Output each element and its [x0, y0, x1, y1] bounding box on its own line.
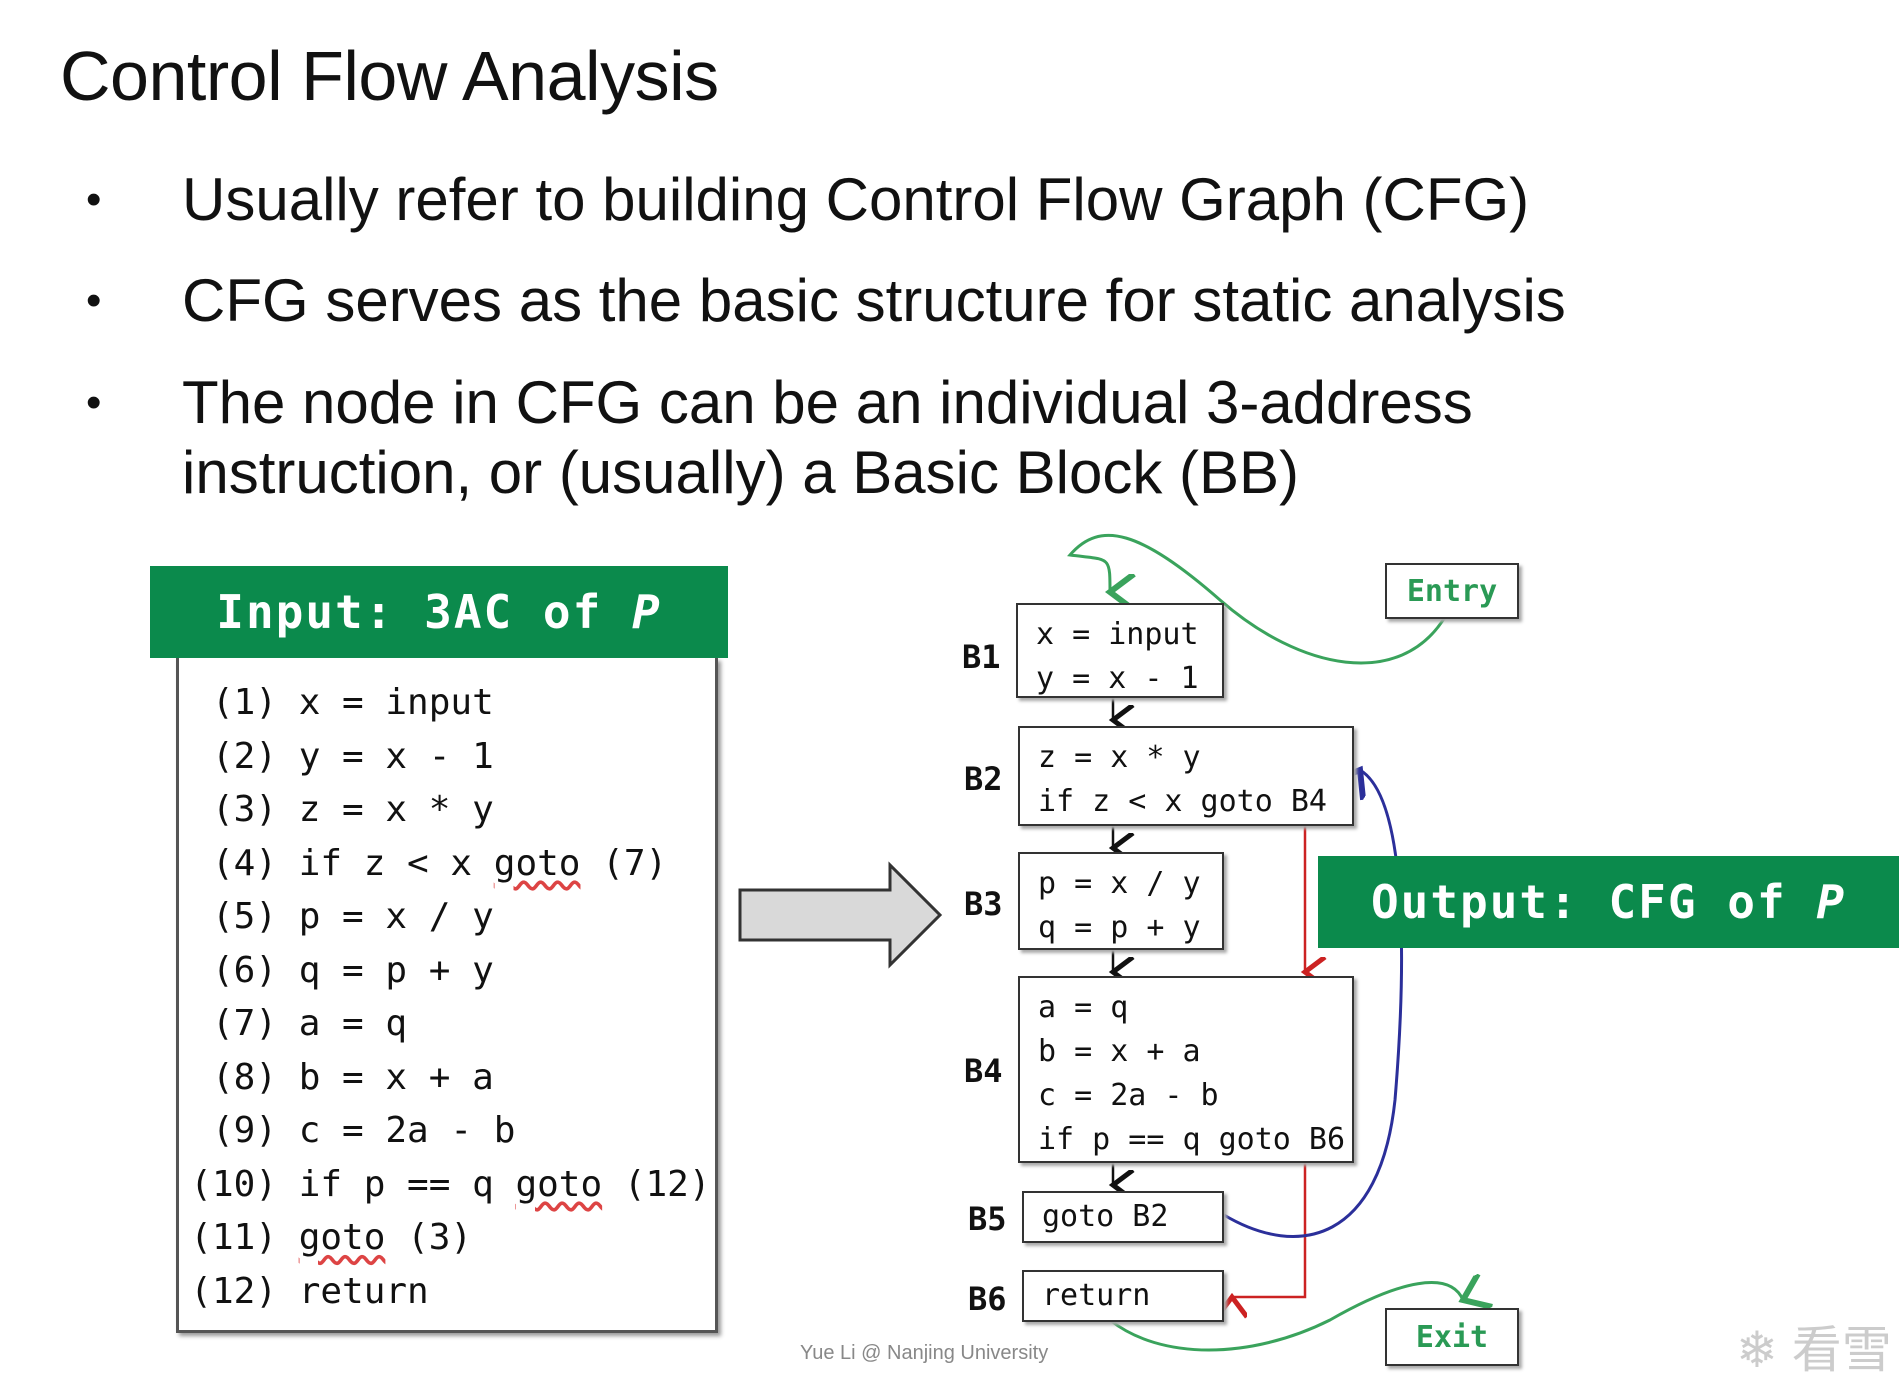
- code-line: (2) y = x - 1: [179, 736, 494, 777]
- goto-keyword: goto: [515, 1163, 603, 1205]
- cfg-block-label: B1: [962, 638, 1001, 676]
- edge-b4-b6: [1232, 1163, 1307, 1297]
- line-number: (10): [190, 1163, 277, 1205]
- code-text: x = input: [298, 682, 494, 723]
- bullet-dot: •: [86, 175, 102, 224]
- cfg-block-label: B5: [968, 1200, 1007, 1238]
- cfg-block-line: y = x - 1: [1036, 661, 1199, 696]
- cfg-basic-block: x = input y = x - 1: [1016, 603, 1224, 698]
- code-line: (9) c = 2a - b: [179, 1110, 515, 1151]
- line-number: (3): [211, 789, 277, 830]
- cfg-block-line: z = x * y: [1038, 740, 1201, 775]
- code-line: (3) z = x * y: [179, 789, 494, 830]
- cfg-basic-block: return: [1022, 1270, 1224, 1322]
- line-number: (8): [211, 1056, 277, 1098]
- cfg-block-line: c = 2a - b: [1038, 1078, 1219, 1113]
- cfg-basic-block: goto B2: [1022, 1191, 1224, 1243]
- bullet-text: instruction, or (usually) a Basic Block …: [182, 439, 1300, 506]
- cfg-block-label: B2: [964, 760, 1003, 798]
- cfg-block-line: b = x + a: [1038, 1034, 1201, 1069]
- cfg-block-label: B6: [968, 1280, 1007, 1318]
- bullet-text: CFG serves as the basic structure for st…: [182, 267, 1566, 334]
- code-line: (7) a = q: [179, 1003, 407, 1044]
- output-header-var: P: [1816, 875, 1847, 929]
- cfg-block-line: if p == q goto B6: [1038, 1122, 1346, 1157]
- code-text: y = x - 1: [298, 735, 494, 777]
- cfg-block-line: a = q: [1038, 990, 1129, 1025]
- cfg-block-label: B3: [964, 885, 1003, 923]
- line-number: (1): [211, 682, 277, 723]
- code-text: if p == q: [298, 1163, 516, 1205]
- transform-arrow-icon: [738, 861, 943, 969]
- cfg-block-line: x = input: [1036, 617, 1199, 652]
- line-number: (9): [211, 1110, 277, 1151]
- code-line: (5) p = x / y: [179, 896, 494, 937]
- line-number: (6): [211, 949, 277, 991]
- code-text: q = p + y: [298, 949, 494, 991]
- cfg-block-line: p = x / y: [1038, 866, 1201, 901]
- code-text: (7): [580, 842, 668, 884]
- cfg-exit-node: Exit: [1385, 1308, 1519, 1366]
- code-text: p = x / y: [298, 896, 494, 937]
- cfg-block-line: if z < x goto B4: [1038, 784, 1327, 819]
- input-header-prefix: Input: 3AC of: [216, 585, 633, 639]
- code-text: return: [298, 1270, 429, 1312]
- code-line: (6) q = p + y: [179, 950, 494, 991]
- code-text: (12): [602, 1163, 711, 1205]
- code-line: (10) if p == q goto (12): [179, 1163, 711, 1205]
- output-header-prefix: Output: CFG of: [1370, 875, 1817, 929]
- goto-keyword: goto: [493, 842, 581, 884]
- goto-keyword: goto: [298, 1217, 386, 1258]
- code-line: (1) x = input: [179, 682, 494, 723]
- output-panel-header: Output: CFG of P: [1318, 856, 1899, 948]
- input-panel-header: Input: 3AC of P: [150, 566, 728, 658]
- line-number: (2): [211, 735, 277, 777]
- code-text: (3): [385, 1217, 473, 1258]
- code-line: (12) return: [179, 1270, 429, 1312]
- cfg-basic-block: p = x / y q = p + y: [1018, 852, 1224, 950]
- code-text: a = q: [298, 1003, 408, 1044]
- code-text: if z < x: [298, 842, 494, 884]
- watermark-logo: ❄ 看雪: [1736, 1322, 1892, 1378]
- input-header-var: P: [632, 585, 662, 639]
- slide-footer: Yue Li @ Nanjing University: [800, 1342, 1049, 1364]
- bullet-text: Usually refer to building Control Flow G…: [182, 166, 1530, 233]
- slide-title: Control Flow Analysis: [60, 37, 719, 115]
- cfg-block-line: goto B2: [1042, 1199, 1169, 1234]
- code-text: z = x * y: [298, 789, 494, 830]
- bullet-text: The node in CFG can be an individual 3-a…: [182, 369, 1473, 436]
- cfg-block-line: q = p + y: [1038, 910, 1201, 945]
- cfg-entry-node: Entry: [1385, 563, 1519, 619]
- line-number: (7): [211, 1003, 277, 1044]
- code-text: b = x + a: [298, 1056, 494, 1098]
- code-line: (8) b = x + a: [179, 1057, 494, 1098]
- cfg-basic-block: z = x * y if z < x goto B4: [1018, 726, 1354, 826]
- line-number: (4): [211, 842, 277, 884]
- bullet-dot: •: [86, 378, 102, 427]
- cfg-block-line: return: [1042, 1278, 1151, 1313]
- line-number: (5): [211, 896, 277, 937]
- line-number: (12): [190, 1270, 277, 1312]
- bullet-dot: •: [86, 276, 102, 325]
- cfg-block-label: B4: [964, 1052, 1003, 1090]
- line-number: (11): [190, 1217, 277, 1258]
- code-text: c = 2a - b: [298, 1110, 516, 1151]
- cfg-basic-block: a = q b = x + a c = 2a - b if p == q goto B…: [1018, 976, 1354, 1163]
- input-code-panel: (1) x = input(2) y = x - 1(3) z = x * y(…: [176, 658, 718, 1333]
- code-line: (11) goto (3): [179, 1217, 472, 1258]
- code-line: (4) if z < x goto (7): [179, 843, 667, 884]
